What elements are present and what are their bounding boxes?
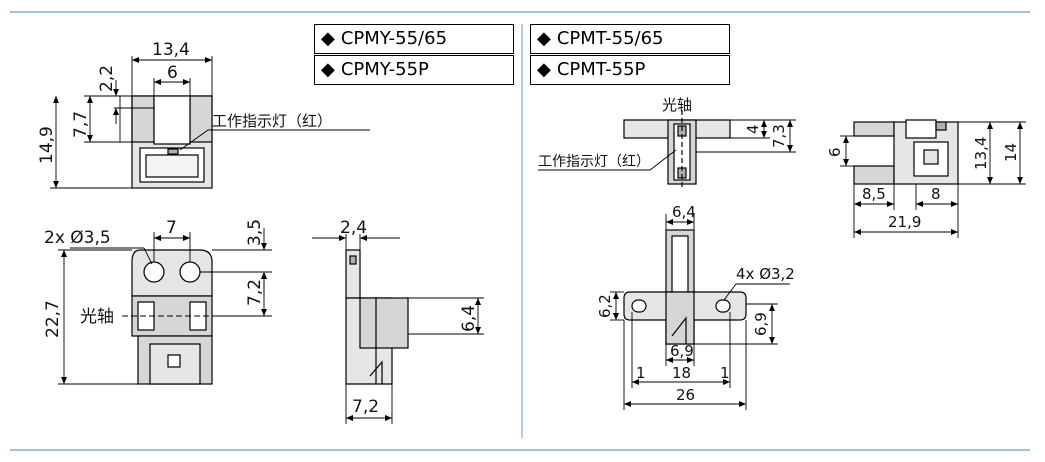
dim-hole-axis: 7,2 <box>245 279 265 306</box>
dim-right-8-5: 8,5 <box>862 185 886 203</box>
dim-front-holes: 4x Ø3,2 <box>736 265 795 283</box>
dim-front-6-4: 6,4 <box>672 203 696 221</box>
cpmy-mount-view <box>131 249 213 385</box>
model-label-cpmy-a: ◆CPMY-55/65 <box>314 24 514 54</box>
dim-side-top: 2,4 <box>340 218 367 238</box>
dim-right-21-9: 21,9 <box>888 213 921 231</box>
dim-side-right: 6,4 <box>459 305 479 332</box>
dim-front-6-2: 6,2 <box>596 294 614 318</box>
dim-height-inner: 7,7 <box>71 111 91 138</box>
cpmt-front-dims <box>610 214 790 410</box>
cpmy-front-dims <box>50 56 370 189</box>
dim-depth-small: 2,2 <box>97 65 117 92</box>
dim-front-1-l: 1 <box>636 364 646 382</box>
indicator-label-left: 工作指示灯（红） <box>212 112 332 130</box>
optical-axis-right: 光轴 <box>662 96 692 114</box>
model-text: CPMY-55P <box>340 59 429 80</box>
cpmy-mount-dims <box>58 228 272 385</box>
cpmy-side-dims <box>312 234 484 424</box>
model-label-cpmt-a: ◆CPMT-55/65 <box>530 24 730 54</box>
cpmt-top-view <box>623 110 731 190</box>
dim-holes: 2x Ø3,5 <box>44 228 111 248</box>
optical-axis-left: 光轴 <box>80 307 114 327</box>
dim-right-6: 6 <box>826 147 844 157</box>
dim-front-6-9-b: 6,9 <box>670 342 694 360</box>
model-text: CPMY-55/65 <box>340 28 448 49</box>
cpmt-top-dims <box>538 119 796 171</box>
dim-front-26: 26 <box>676 386 695 404</box>
diamond-icon: ◆ <box>537 28 551 49</box>
dim-front-18: 18 <box>672 364 691 382</box>
model-label-cpmy-b: ◆CPMY-55P <box>314 55 514 85</box>
dim-front-1-r: 1 <box>720 364 730 382</box>
cpmt-right-dims <box>840 121 1026 238</box>
model-text: CPMT-55P <box>556 59 646 80</box>
cpmt-right-view <box>853 119 959 185</box>
dim-height-total: 14,9 <box>37 126 57 164</box>
cpmt-front-view <box>623 229 747 345</box>
diamond-icon: ◆ <box>321 59 335 80</box>
model-text: CPMT-55/65 <box>556 28 664 49</box>
cpmy-front-view <box>131 95 213 189</box>
dim-hole-top: 3,5 <box>245 219 265 246</box>
diamond-icon: ◆ <box>321 28 335 49</box>
dim-right-13-4: 13,4 <box>972 137 990 170</box>
dim-hole-pitch: 7 <box>166 218 177 238</box>
dim-top-4: 4 <box>744 124 762 134</box>
dim-right-14: 14 <box>1002 143 1020 162</box>
dim-top-width: 13,4 <box>152 40 190 60</box>
indicator-label-right: 工作指示灯（红） <box>538 154 650 170</box>
cpmy-side-view <box>345 249 409 385</box>
dim-front-6-9-r: 6,9 <box>752 312 770 336</box>
dim-right-8: 8 <box>931 185 941 203</box>
diamond-icon: ◆ <box>537 59 551 80</box>
dim-slot: 6 <box>167 63 178 83</box>
dim-top-7: 7,3 <box>770 124 788 148</box>
dim-height-22: 22,7 <box>43 300 63 338</box>
dim-side-bottom: 7,2 <box>352 397 379 417</box>
model-label-cpmt-b: ◆CPMT-55P <box>530 55 730 85</box>
